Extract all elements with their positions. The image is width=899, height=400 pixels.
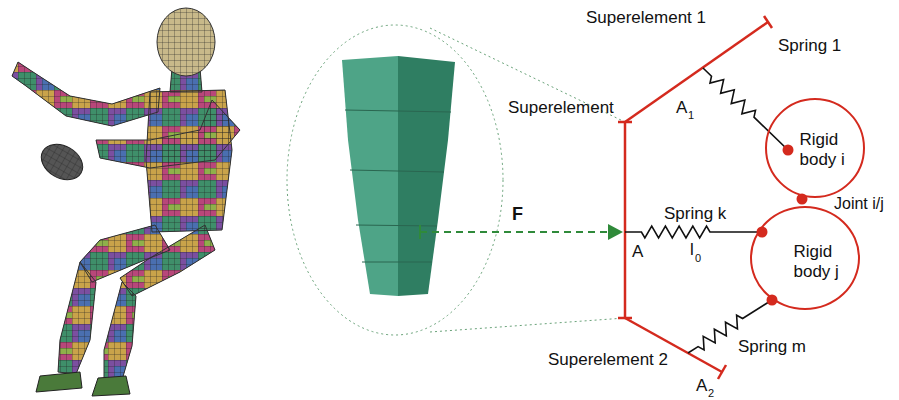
part-label: Superelement — [508, 98, 614, 118]
zoom-leader — [430, 28, 625, 332]
rigid-body-circle: Rigid body j — [750, 206, 860, 310]
area-symbol: A — [696, 376, 707, 396]
rigid-body-label: Rigid body j — [794, 242, 850, 281]
subscript: 2 — [708, 387, 714, 400]
area-symbol: A — [632, 242, 643, 262]
superelement-lines — [618, 16, 772, 379]
springs — [625, 68, 788, 353]
rigid-body-circle: Rigid body i — [765, 98, 865, 198]
spring — [703, 68, 788, 150]
spring-label: Spring m — [738, 337, 806, 357]
spring-label: Spring 1 — [778, 36, 841, 56]
attachment-points — [757, 145, 808, 306]
spring — [625, 226, 762, 238]
human-model — [12, 8, 240, 396]
spring-label: Spring k — [664, 204, 726, 224]
subscript: 0 — [695, 252, 701, 265]
area-symbol: A — [676, 98, 687, 118]
part-label: Superelement 2 — [548, 350, 668, 370]
rigid-body-label: Rigid body i — [800, 130, 856, 169]
subscript: 1 — [688, 109, 694, 122]
part-label: Superelement 1 — [586, 8, 706, 28]
superelement-mesh — [342, 56, 455, 296]
force-arrow — [420, 224, 623, 240]
force-symbol: F — [512, 204, 523, 225]
zoom-ellipse — [287, 25, 503, 335]
joint-label: Joint i/j — [834, 195, 884, 213]
length-symbol: l — [690, 240, 694, 260]
